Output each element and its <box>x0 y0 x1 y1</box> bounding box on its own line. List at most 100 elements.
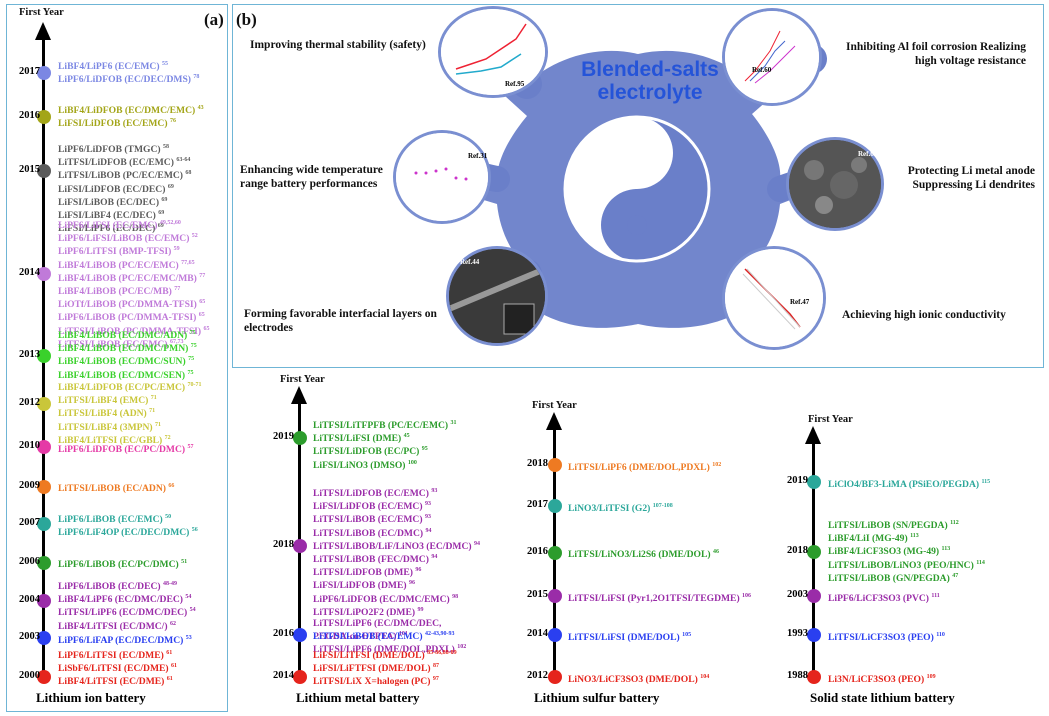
electrolyte-entry: LiBF4/LiBOB (EC/DMC/SEN) 75 <box>58 369 194 381</box>
timeline-year-ion-2013: 2013 <box>19 349 40 360</box>
timeline-dot-metal-2014 <box>292 670 307 684</box>
electrolyte-entry: LiFSI/LiDFOB (EC/DEC) 69 <box>58 183 174 195</box>
timeline-year-sulfur-2015: 2015 <box>527 589 548 600</box>
center-title: Blended-salts electrolyte <box>575 58 725 104</box>
electrolyte-entry: LiPF6/LiCF3SO3 (PVC) 111 <box>828 593 940 604</box>
inset-corrosion-plot <box>722 8 822 106</box>
section-label-solid: Solid state lithium battery <box>810 690 955 705</box>
center-title-line-2: electrolyte <box>597 81 703 104</box>
electrolyte-entry: LiTFSI/LiX X=halogen (PC) 97 <box>313 676 439 688</box>
feature-li-metal-protection: Protecting Li metal anode Suppressing Li… <box>907 165 1035 191</box>
timeline-dot-solid-1988 <box>806 670 821 684</box>
inset-dendrite-image <box>786 137 884 231</box>
electrolyte-entry: LiTFSI/LiBOB (PC/DMMA-TFSI) 65 <box>58 325 210 337</box>
timeline-dot-ion-2017 <box>36 66 51 80</box>
entry-group-ion-2000: LiPF6/LiTFSI (EC/DME) 61 LiSbF6/LiTFSI (E… <box>58 648 177 688</box>
electrolyte-entry: LiTFSI/LiBOB (SN/PEGDA) 112 <box>828 520 959 531</box>
electrolyte-entry: LiSbF6/LiTFSI (EC/DME) 61 <box>58 663 178 675</box>
electrolyte-entry: LiPF6/LiBOB (EC/DEC) 48-49 <box>58 581 178 592</box>
timeline-year-ion-2015: 2015 <box>19 164 40 175</box>
entry-group-solid-1988: Li3N/LiCF3SO3 (PEO) 109 <box>828 672 936 685</box>
electrolyte-entry: LiNO3/LiCF3SO3 (DME/DOL) 104 <box>568 674 710 685</box>
entry-group-ion-2003: LiPF6/LiFAP (EC/DEC/DMC) 53 <box>58 633 192 646</box>
feature-ionic-conductivity: Achieving high ionic conductivity <box>842 309 1006 321</box>
timeline-year-solid-2018: 2018 <box>787 545 808 556</box>
electrolyte-entry: LiBF4/LiPF6 (EC/EMC) 55 <box>58 61 168 72</box>
first-year-label-solid: First Year <box>808 414 853 425</box>
electrolyte-entry: PEGDA-co-ETPTA) 101 <box>313 631 408 643</box>
timeline-year-sulfur-2012: 2012 <box>527 670 548 681</box>
timeline-dot-ion-2004 <box>36 594 51 608</box>
timeline-year-ion-2000: 2000 <box>19 670 40 681</box>
timeline-year-ion-2017: 2017 <box>19 66 40 77</box>
electrolyte-entry: LiTFSI/LiBOB (GN/PEGDA) 47 <box>828 572 959 584</box>
electrolyte-entry: LiTFSI/LiFSI (Pyr1,2O1TFSI/TEGDME) 106 <box>568 593 752 604</box>
first-year-label-sulfur: First Year <box>532 400 577 411</box>
timeline-year-ion-2010: 2010 <box>19 440 40 451</box>
timeline-dot-metal-2018 <box>292 539 307 553</box>
electrolyte-entry: LiTFSI/LiDFOB (EC/EMC) 93 <box>313 488 438 499</box>
electrolyte-entry: LiPF6/LiFAP (EC/DEC/DMC) 53 <box>58 635 192 646</box>
timeline-arrowhead-ion <box>35 22 51 40</box>
electrolyte-entry: LiBF4/LiTFSI (EC/GBL) 72 <box>58 434 171 446</box>
timeline-year-ion-2012: 2012 <box>19 397 40 408</box>
electrolyte-entry: LiBF4/LiCF3SO3 (MG-49) 113 <box>828 546 951 558</box>
timeline-year-metal-2016: 2016 <box>273 628 294 639</box>
electrolyte-entry: LiTFSI/LiBF4 (ADN) 71 <box>58 408 156 420</box>
electrolyte-entry: LiFSI/LiNO3 (DMSO) 100 <box>313 459 417 471</box>
timeline-dot-ion-2016 <box>36 110 51 124</box>
electrolyte-entry: LiPF6/LiBOB (EC/PC/DMC) 51 <box>58 559 188 570</box>
section-label-ion: Lithium ion battery <box>36 690 146 705</box>
electrolyte-entry: LiTFSI/LiBOB (FEC/DMC) 94 <box>313 554 438 566</box>
timeline-dot-ion-2010 <box>36 440 51 454</box>
first-year-label-ion: First Year <box>19 7 64 18</box>
timeline-year-solid-1993: 1993 <box>787 628 808 639</box>
electrolyte-entry: LiPF6/LiTFSI (EC/DME) 61 <box>58 650 173 661</box>
electrolyte-entry: LiTFSI/LiBOB (PC/EC/EMC) 68 <box>58 170 192 182</box>
timeline-year-sulfur-2018: 2018 <box>527 458 548 469</box>
electrolyte-entry: LiFSI/LiFTFSI (DME/DOL) 87 <box>313 663 439 675</box>
entry-group-solid-2019: LiClO4/BF3-LiMA (PSiEO/PEGDA) 115 <box>828 477 990 490</box>
timeline-dot-ion-2009 <box>36 480 51 494</box>
electrolyte-entry: LiBF4/LiDFOB (EC/DMC/EMC) 43 <box>58 105 204 116</box>
timeline-dot-sulfur-2016 <box>547 546 562 560</box>
entry-group-metal-2016: LiTFSI/LiBOB (EC/EMC) 42-43,90-93 <box>313 629 454 642</box>
electrolyte-entry: LiTFSI/LiBOB (EC/DMC) 94 <box>313 527 432 539</box>
electrolyte-entry: LiBF4/LiBOB (EC/DMC/PMN) 75 <box>58 343 197 355</box>
electrolyte-entry: LiTFSI/LiBOB (EC/EMC) 93 <box>313 514 431 526</box>
timeline-year-ion-2004: 2004 <box>19 594 40 605</box>
timeline-year-solid-1988: 1988 <box>787 670 808 681</box>
inset-ref-2: Ref.60 <box>752 66 772 74</box>
electrolyte-entry: LiBF4/LiBOB (EC/DMC/SUN) 75 <box>58 356 195 368</box>
electrolyte-entry: Li3N/LiCF3SO3 (PEO) 109 <box>828 674 936 685</box>
entry-group-sulfur-2015: LiTFSI/LiFSI (Pyr1,2O1TFSI/TEGDME) 106 <box>568 591 751 604</box>
electrolyte-entry: LiPF6/LiF4OP (EC/DEC/DMC) 56 <box>58 527 198 539</box>
electrolyte-entry: LiTFSI/LiBOB (EC/EMC) 42-43,90-93 <box>313 631 455 642</box>
timeline-dot-sulfur-2012 <box>547 670 562 684</box>
electrolyte-entry: LiTFSI/LiBF4 (3MPN) 71 <box>58 421 162 433</box>
entry-group-ion-2010: LiPF6/LiDFOB (EC/PC/DMC) 57 <box>58 442 194 455</box>
electrolyte-entry: LiPF6/LiBOB (EC/EMC) 50 <box>58 514 172 525</box>
inset-ref-6: Ref.47 <box>790 298 810 306</box>
electrolyte-entry: LiFSI/LiBOB (EC/DEC) 69 <box>58 196 168 208</box>
timeline-dot-sulfur-2014 <box>547 628 562 642</box>
timeline-arrowhead-metal <box>291 386 307 404</box>
panel-a <box>6 4 228 712</box>
entry-group-ion-2007: LiPF6/LiBOB (EC/EMC) 50 LiPF6/LiF4OP (EC/… <box>58 512 198 538</box>
entry-group-solid-2003: LiPF6/LiCF3SO3 (PVC) 111 <box>828 591 940 604</box>
panel-b <box>232 4 1044 368</box>
timeline-year-sulfur-2017: 2017 <box>527 499 548 510</box>
electrolyte-entry: LiPF6/LiFSI/LiBOB (EC/EMC) 52 <box>58 233 198 245</box>
electrolyte-entry: LiFSI/LiBF4 (EC/DEC) 69 <box>58 210 165 222</box>
timeline-year-ion-2016: 2016 <box>19 110 40 121</box>
inset-ref-1: Ref.95 <box>505 80 525 88</box>
electrolyte-entry: LiTFSI/LiDFOB (EC/PC) 95 <box>313 446 428 458</box>
electrolyte-entry: LiTFSI/LiBOB (EC/EMC) 67,73 <box>58 338 184 350</box>
timeline-year-metal-2019: 2019 <box>273 431 294 442</box>
